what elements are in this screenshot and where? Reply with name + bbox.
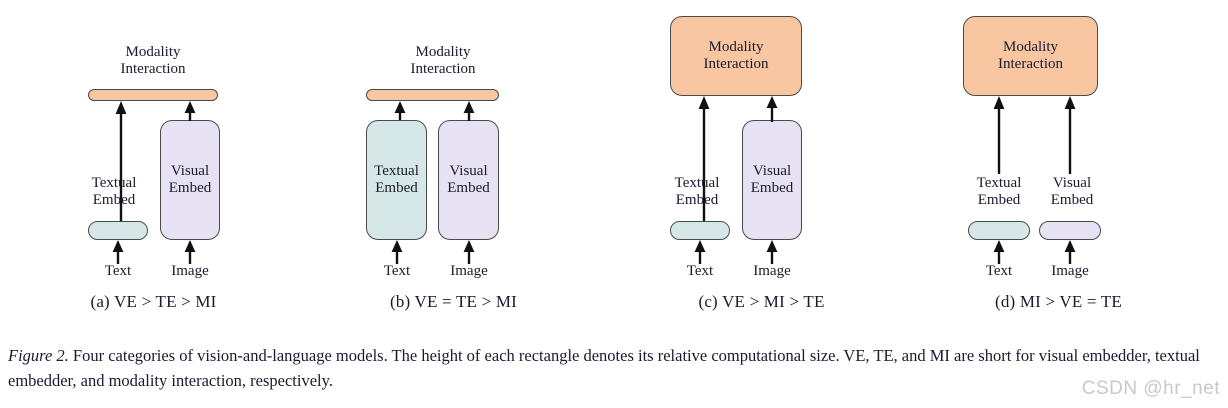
subcaption-a: (a) VE > TE > MI [90,292,217,311]
visual-embed-block-b: Visual Embed [438,120,499,240]
panel-c: Modality Interaction Textual Embed [608,0,915,332]
image-input-label-c: Image [753,263,791,279]
textual-embed-block-c [670,221,730,240]
textual-embed-label-a: Textual Embed [91,175,137,208]
figure-caption-text: Four categories of vision-and-language m… [8,346,1200,390]
text-input-label-b: Text [383,263,411,279]
modality-interaction-block-a [88,89,218,101]
visual-embed-block-c: Visual Embed [742,120,802,240]
modality-interaction-block-b [366,89,499,101]
image-input-label-b: Image [450,263,488,279]
visual-embed-block-a: Visual Embed [160,120,220,240]
arrow-ve-to-mi-b [461,101,477,121]
visual-embed-block-d [1039,221,1101,240]
arrow-image-input-a [182,240,198,264]
arrow-text-input-a [110,240,126,264]
textual-embed-label-d: Textual Embed [976,175,1022,208]
textual-embed-block-b: Textual Embed [366,120,427,240]
panel-b: Modality Interaction Textual Embed [300,0,607,332]
figure-diagram: Modality Interaction Textual Embed [0,0,1212,332]
image-input-label-a: Image [171,263,209,279]
figure-caption-number: Figure 2. [8,346,69,365]
arrow-ve-to-mi-c [764,96,780,122]
subcaption-b: (b) VE = TE > MI [389,292,518,311]
arrow-text-to-mi-d [991,96,1007,174]
modality-interaction-label-a: Modality Interaction [120,44,186,77]
panel-d-stage: Modality Interaction Textual Embed [905,0,1212,290]
subcaption-c: (c) VE > MI > TE [698,292,825,311]
figure-caption: Figure 2. Four categories of vision-and-… [8,344,1222,394]
watermark: CSDN @hr_net [1081,378,1220,399]
text-input-label-c: Text [686,263,714,279]
visual-embed-label-d: Visual Embed [1050,175,1094,208]
panel-b-stage: Modality Interaction Textual Embed [300,0,607,290]
panel-c-stage: Modality Interaction Textual Embed [608,0,915,290]
panel-a-stage: Modality Interaction Textual Embed [0,0,307,290]
textual-embed-block-d [968,221,1030,240]
modality-interaction-block-d: Modality Interaction [963,16,1098,96]
arrow-text-input-c [692,240,708,264]
text-input-label-d: Text [985,263,1013,279]
modality-interaction-block-c: Modality Interaction [670,16,802,96]
arrow-text-input-b [389,240,405,264]
textual-embed-block-a [88,221,148,240]
arrow-text-input-d [991,240,1007,264]
arrow-ve-to-mi-a [182,101,198,121]
panel-a: Modality Interaction Textual Embed [0,0,307,332]
text-input-label-a: Text [104,263,132,279]
arrow-image-input-d [1062,240,1078,264]
arrow-ve-to-mi-d [1062,96,1078,174]
image-input-label-d: Image [1051,263,1089,279]
panel-d: Modality Interaction Textual Embed [905,0,1212,332]
arrow-image-input-b [461,240,477,264]
subcaption-d: (d) MI > VE = TE [994,292,1123,311]
arrow-te-to-mi-b [392,101,408,121]
arrow-text-to-mi-c [696,96,712,227]
arrow-text-to-mi-a [113,101,129,227]
arrow-image-input-c [764,240,780,264]
modality-interaction-label-b: Modality Interaction [410,44,476,77]
textual-embed-label-c: Textual Embed [674,175,720,208]
